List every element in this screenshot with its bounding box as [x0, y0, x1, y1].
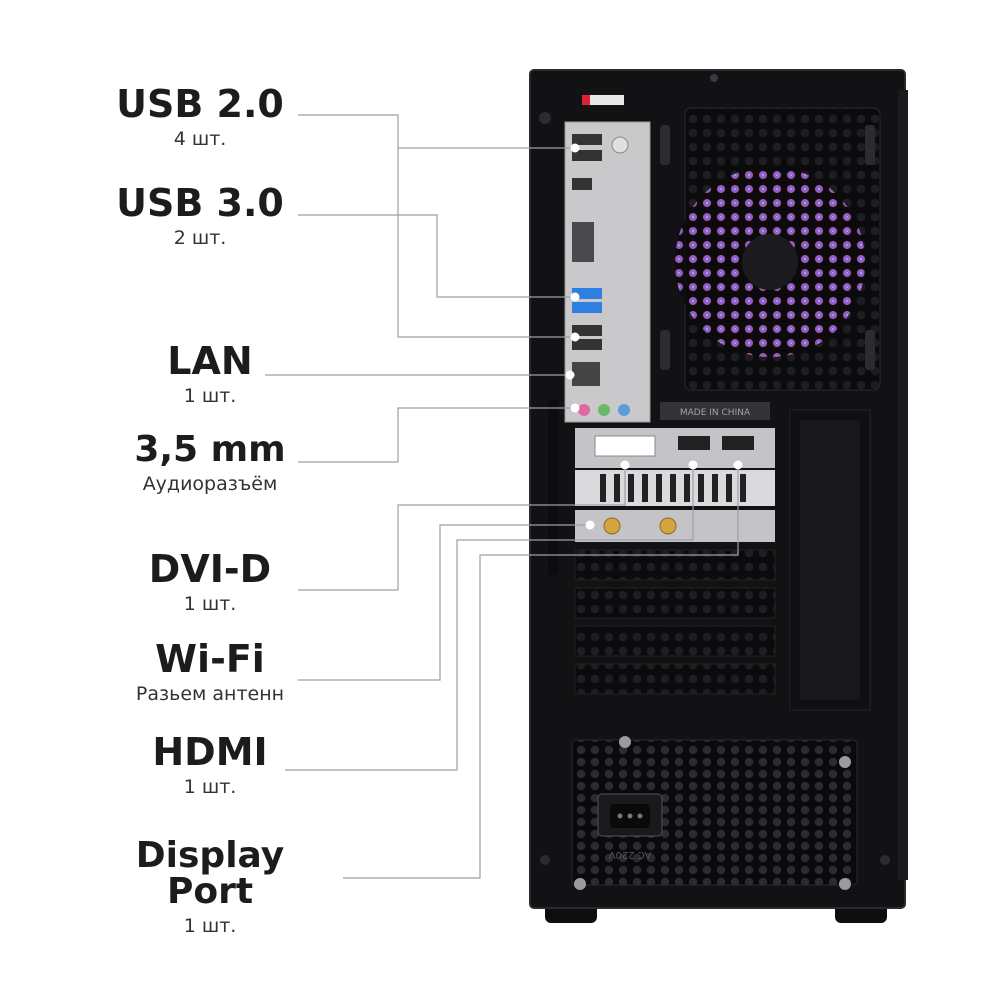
- usb3-port: [572, 288, 602, 299]
- label-hdmi-title: HDMI: [152, 730, 268, 774]
- label-hdmi-sub: 1 шт.: [183, 776, 237, 798]
- displayport: [722, 436, 754, 450]
- antenna-connector: [603, 517, 621, 535]
- label-wifi-title: Wi-Fi: [155, 637, 265, 681]
- label-dp-sub: 1 шт.: [183, 915, 237, 937]
- audio-jack-blue: [618, 404, 630, 416]
- usb2-port: [572, 134, 602, 145]
- antenna-connector: [659, 517, 677, 535]
- label-dp: Display Port 1 шт.: [90, 838, 330, 937]
- label-audio-title: 3,5 mm: [134, 429, 286, 470]
- lan-port: [572, 362, 600, 386]
- label-usb-3-sub: 2 шт.: [173, 227, 227, 249]
- usb3-port: [572, 302, 602, 313]
- label-usb-3: USB 3.0 2 шт.: [100, 184, 300, 249]
- usb2-port: [572, 150, 602, 161]
- label-usb-2: USB 2.0 4 шт.: [100, 85, 300, 150]
- label-audio-sub: Аудиоразъём: [142, 473, 278, 495]
- label-usb-2-title: USB 2.0: [116, 82, 284, 126]
- usb2-port: [572, 339, 602, 350]
- label-dvi: DVI-D 1 шт.: [110, 550, 310, 615]
- brand-sticker: [582, 95, 624, 105]
- usb2-port: [572, 325, 602, 336]
- made-in-plate: [660, 402, 770, 420]
- label-dp-title: Display Port: [135, 835, 285, 912]
- dvi-port: [594, 435, 656, 457]
- label-hdmi: HDMI 1 шт.: [110, 733, 310, 798]
- label-audio: 3,5 mm Аудиоразъём: [105, 432, 315, 495]
- onboard-hdmi: [572, 178, 592, 190]
- label-dvi-sub: 1 шт.: [183, 593, 237, 615]
- audio-jack-pink: [578, 404, 590, 416]
- label-wifi: Wi-Fi Разьем антенн: [105, 640, 315, 705]
- made-in-text: MADE IN CHINA: [680, 408, 751, 418]
- psu-rating-text: AC 220V: [608, 849, 651, 860]
- label-dvi-title: DVI-D: [148, 547, 272, 591]
- label-lan: LAN 1 шт.: [110, 342, 310, 407]
- audio-jack-green: [598, 404, 610, 416]
- hdmi-port: [678, 436, 710, 450]
- label-usb-2-sub: 4 шт.: [173, 128, 227, 150]
- onboard-vga: [572, 222, 594, 262]
- label-lan-sub: 1 шт.: [183, 385, 237, 407]
- label-lan-title: LAN: [167, 339, 253, 383]
- label-wifi-sub: Разьем антенн: [135, 683, 285, 705]
- label-usb-3-title: USB 3.0: [116, 181, 284, 225]
